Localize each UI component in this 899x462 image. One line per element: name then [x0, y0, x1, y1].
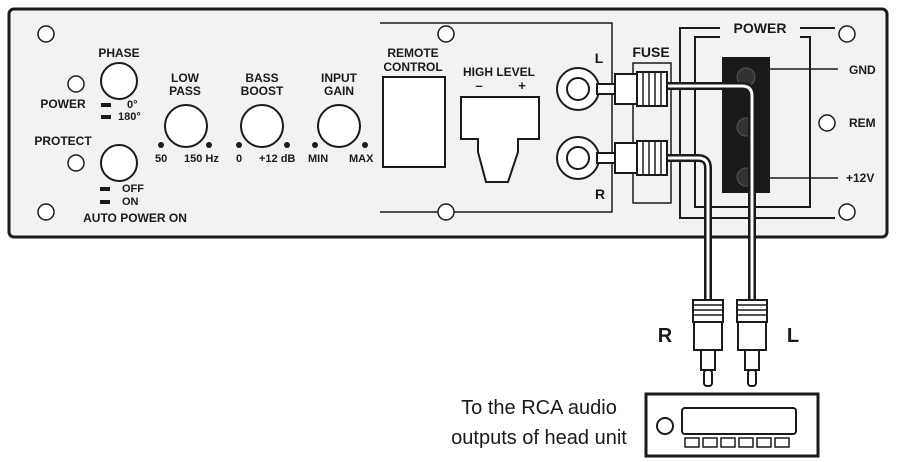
fuse-section: FUSE: [632, 44, 672, 204]
high-level-connector[interactable]: [460, 96, 540, 183]
bass-boost-max-dot-icon: [284, 142, 290, 148]
12v-label: +12V: [846, 171, 874, 185]
low-pass-max-dot-icon: [206, 142, 212, 148]
input-gain-title-line2: GAIN: [324, 84, 354, 98]
high-level-label: HIGH LEVEL: [463, 65, 535, 79]
phase-label: PHASE: [98, 46, 139, 60]
bass-boost-knob[interactable]: [240, 104, 284, 148]
subpanel-screw-top: [437, 25, 455, 43]
bass-boost-title-line1: BASS: [245, 71, 278, 85]
phase-180-label: 180°: [118, 111, 141, 123]
left-wire-inner: [664, 84, 754, 304]
rca-right-jack-inner: [566, 146, 590, 170]
auto-power-on-indicator-icon: [100, 200, 110, 204]
input-gain-title-line1: INPUT: [321, 71, 358, 85]
power-led: [67, 75, 85, 93]
low-pass-title-line2: PASS: [169, 84, 201, 98]
cable-left-label: L: [787, 325, 799, 347]
phase-button[interactable]: [100, 62, 138, 100]
right-wire-inner: [664, 156, 710, 304]
rca-right-label: R: [595, 186, 605, 202]
rca-plug-right-top: [596, 140, 668, 176]
bass-boost-title-line2: BOOST: [241, 84, 284, 98]
head-unit-button: [756, 437, 772, 448]
head-unit-buttons: [684, 437, 790, 448]
input-gain-min-dot-icon: [312, 142, 318, 148]
phase-0-indicator-icon: [101, 103, 111, 107]
rca-inputs: L R: [556, 50, 605, 202]
head-unit-caption-line2: outputs of head unit: [451, 427, 627, 449]
cable-right-label: R: [658, 325, 673, 347]
screw-top-right: [838, 25, 856, 43]
phase-180-indicator-icon: [101, 115, 111, 119]
subpanel-screw-bottom: [437, 203, 455, 221]
rca-plug-right-bottom: [692, 299, 724, 387]
head-unit-caption-line1: To the RCA audio: [461, 397, 617, 419]
low-pass-title-line1: LOW: [171, 71, 200, 85]
bass-boost-min-label: 0: [236, 153, 242, 165]
auto-power-button[interactable]: [100, 144, 138, 182]
power-terminal: POWER GND REM +12V: [679, 20, 876, 219]
remote-control-port[interactable]: [382, 76, 446, 168]
head-unit-button: [720, 437, 736, 448]
low-pass-max-label: 150 Hz: [184, 153, 219, 165]
head-unit-button: [702, 437, 718, 448]
screw-right-middle: [818, 114, 836, 132]
protect-led: [67, 154, 85, 172]
input-gain-max-dot-icon: [362, 142, 368, 148]
rca-left-label: L: [595, 50, 604, 66]
auto-power-off-label: OFF: [122, 183, 144, 195]
phase-switch[interactable]: PHASE 0° 180°: [98, 46, 140, 123]
auto-power-off-indicator-icon: [100, 187, 110, 191]
power-title: POWER: [734, 20, 787, 36]
head-unit-button: [684, 437, 700, 448]
fuse-label: FUSE: [632, 44, 669, 60]
bass-boost-max-label: +12 dB: [259, 153, 295, 165]
auto-power-on-title: AUTO POWER ON: [83, 211, 187, 225]
head-unit-display: [681, 407, 797, 435]
rca-cable: R L: [596, 71, 799, 387]
low-pass-min-dot-icon: [158, 142, 164, 148]
remote-control-label-line1: REMOTE: [387, 46, 438, 60]
input-subpanel: REMOTE CONTROL HIGH LEVEL – +: [380, 22, 613, 221]
remote-control-label-line2: CONTROL: [383, 60, 442, 74]
screw-top-left: [37, 25, 55, 43]
head-unit-button: [774, 437, 790, 448]
input-gain-knob[interactable]: [317, 104, 361, 148]
protect-led-label: PROTECT: [34, 134, 92, 148]
rca-left-jack-inner: [566, 77, 590, 101]
auto-power-on-label: ON: [122, 196, 139, 208]
phase-0-label: 0°: [127, 99, 138, 111]
gnd-label: GND: [849, 63, 876, 77]
auto-power-switch[interactable]: OFF ON AUTO POWER ON: [83, 144, 187, 225]
fuse-holder: [632, 62, 672, 204]
amplifier-panel: POWER PROTECT PHASE 0° 180° OFF ON AUTO …: [7, 7, 889, 239]
low-pass-knob-group[interactable]: LOW PASS 50 150 Hz: [155, 71, 219, 165]
high-level-minus-label: –: [475, 78, 482, 93]
rem-label: REM: [849, 116, 876, 130]
high-level-plus-label: +: [518, 78, 526, 93]
cable-wires: [662, 82, 756, 306]
head-unit: To the RCA audio outputs of head unit: [451, 392, 820, 458]
screw-bottom-right: [838, 203, 856, 221]
rca-plug-left-bottom: [736, 299, 768, 387]
input-gain-knob-group[interactable]: INPUT GAIN MIN MAX: [308, 71, 374, 165]
power-led-label: POWER: [40, 97, 86, 111]
rca-plug-left-top: [596, 71, 668, 107]
input-subpanel-outline: [380, 22, 613, 213]
input-gain-max-label: MAX: [349, 153, 374, 165]
bass-boost-min-dot-icon: [236, 142, 242, 148]
head-unit-knob-icon: [656, 417, 674, 435]
low-pass-min-label: 50: [155, 153, 167, 165]
head-unit-button: [738, 437, 754, 448]
mounting-screws: [37, 25, 856, 221]
low-pass-knob[interactable]: [164, 104, 208, 148]
power-outer-bracket: [679, 27, 835, 219]
screw-bottom-left: [37, 203, 55, 221]
input-gain-min-label: MIN: [308, 153, 328, 165]
bass-boost-knob-group[interactable]: BASS BOOST 0 +12 dB: [236, 71, 295, 165]
